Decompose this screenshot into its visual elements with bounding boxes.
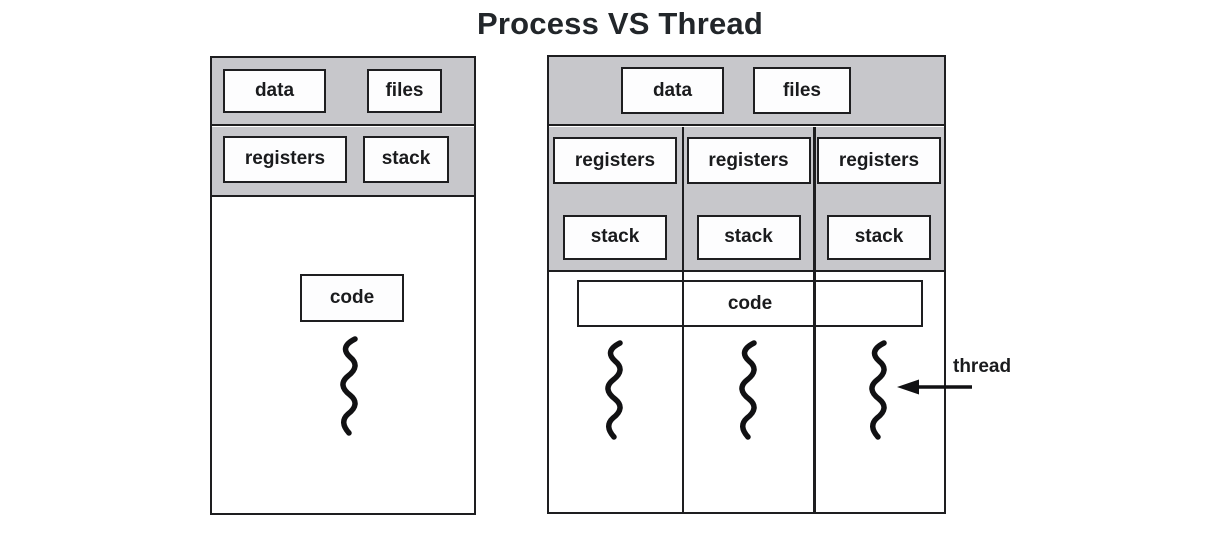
- registers-label: registers: [708, 149, 789, 171]
- page-title: Process VS Thread: [477, 6, 763, 41]
- stack-label: stack: [724, 226, 773, 247]
- registers-box: registers: [817, 137, 941, 184]
- code-label: code: [329, 287, 375, 308]
- files-box: files: [753, 67, 851, 114]
- code-box: code: [300, 274, 404, 322]
- data-box: data: [621, 67, 724, 114]
- registers-box: registers: [223, 135, 347, 183]
- stack-label: stack: [590, 226, 640, 247]
- stack-box: stack: [363, 135, 449, 183]
- stack-label: stack: [854, 226, 904, 247]
- registers-box: registers: [686, 137, 811, 184]
- registers-box: registers: [553, 137, 677, 184]
- single-thread-process-box: data files registers stack code: [210, 56, 476, 515]
- files-label: files: [782, 79, 822, 101]
- thread-squiggle-icon: [605, 340, 623, 440]
- thread-context-row: registers registers registers stack stac…: [549, 126, 944, 272]
- thread-label: thread: [953, 356, 1012, 377]
- stack-box: stack: [827, 214, 931, 260]
- code-label: code: [727, 292, 773, 314]
- thread-pointer-arrow-icon: [897, 379, 972, 395]
- thread-context-row: registers stack: [212, 126, 474, 197]
- files-box: files: [367, 69, 442, 113]
- data-box: data: [223, 69, 326, 113]
- thread-squiggle-icon: [738, 340, 757, 440]
- thread-squiggle-icon: [869, 340, 887, 440]
- column-divider: [813, 126, 816, 512]
- registers-label: registers: [574, 149, 656, 171]
- stack-box: stack: [696, 214, 801, 260]
- registers-label: registers: [838, 149, 920, 171]
- multi-thread-process-box: data files registers registers registers…: [547, 55, 946, 514]
- files-label: files: [385, 80, 424, 101]
- stack-label: stack: [381, 148, 431, 169]
- column-divider: [681, 126, 684, 512]
- shared-resources-row: data files: [212, 58, 474, 126]
- shared-resources-row: data files: [549, 57, 944, 126]
- code-box: code: [577, 280, 923, 327]
- data-label: data: [254, 80, 295, 101]
- thread-squiggle-icon: [340, 336, 358, 436]
- data-label: data: [652, 79, 693, 101]
- registers-label: registers: [244, 148, 326, 169]
- stack-box: stack: [563, 214, 667, 260]
